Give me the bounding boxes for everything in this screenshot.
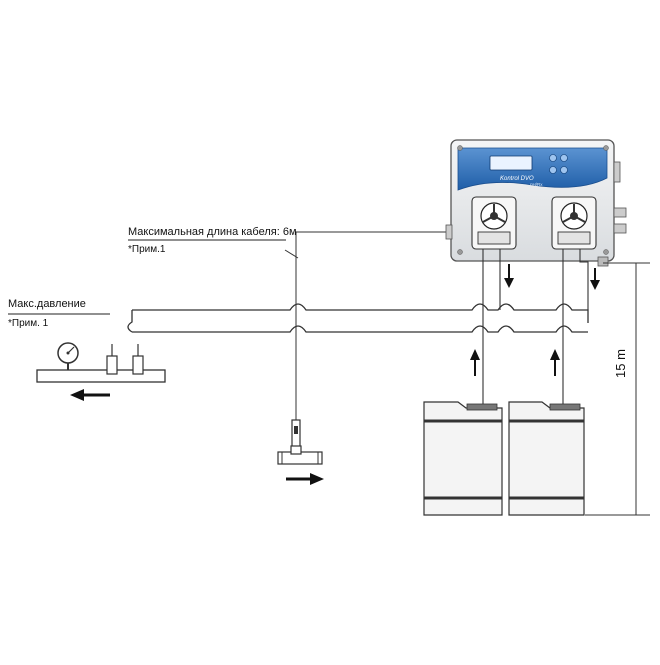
dosing-arrow-1-icon — [504, 264, 514, 288]
main-pipe — [127, 303, 589, 333]
height-dimension-label: 15 m — [613, 349, 628, 378]
sensor-cable — [284, 231, 455, 420]
max-pressure-note: *Прим. 1 — [8, 318, 49, 329]
probe-right-icon — [132, 344, 144, 375]
chemical-tank-2 — [508, 401, 585, 516]
controller-keypad — [549, 154, 568, 174]
cable-length-label: Максимальная длина кабеля: 6м — [128, 226, 297, 238]
flow-arrow-left-icon — [70, 389, 110, 401]
suction-arrow-1-icon — [470, 349, 480, 376]
cable-length-note: *Прим.1 — [128, 244, 166, 255]
dosing-arrow-2-icon — [590, 268, 600, 290]
peristaltic-pump-1-icon — [471, 196, 517, 250]
pump-tubing — [482, 249, 589, 405]
controller-brand: Kontrol DVO — [500, 176, 534, 182]
pressure-gauge-icon — [57, 342, 79, 370]
inlet-pipe-section — [36, 342, 166, 401]
chemical-tank-1 — [423, 401, 503, 516]
max-pressure-label: Макс.давление — [8, 298, 86, 310]
suction-arrow-2-icon — [550, 349, 560, 376]
controller-subbrand: pH/Rx — [530, 182, 543, 187]
flow-arrow-right-icon — [286, 473, 324, 485]
probe-left-icon — [106, 344, 118, 375]
height-dimension — [585, 262, 650, 516]
sensor-probe-icon — [277, 419, 323, 465]
peristaltic-pump-2-icon — [551, 196, 597, 250]
dosing-controller: Kontrol DVO pH/Rx — [445, 139, 627, 267]
